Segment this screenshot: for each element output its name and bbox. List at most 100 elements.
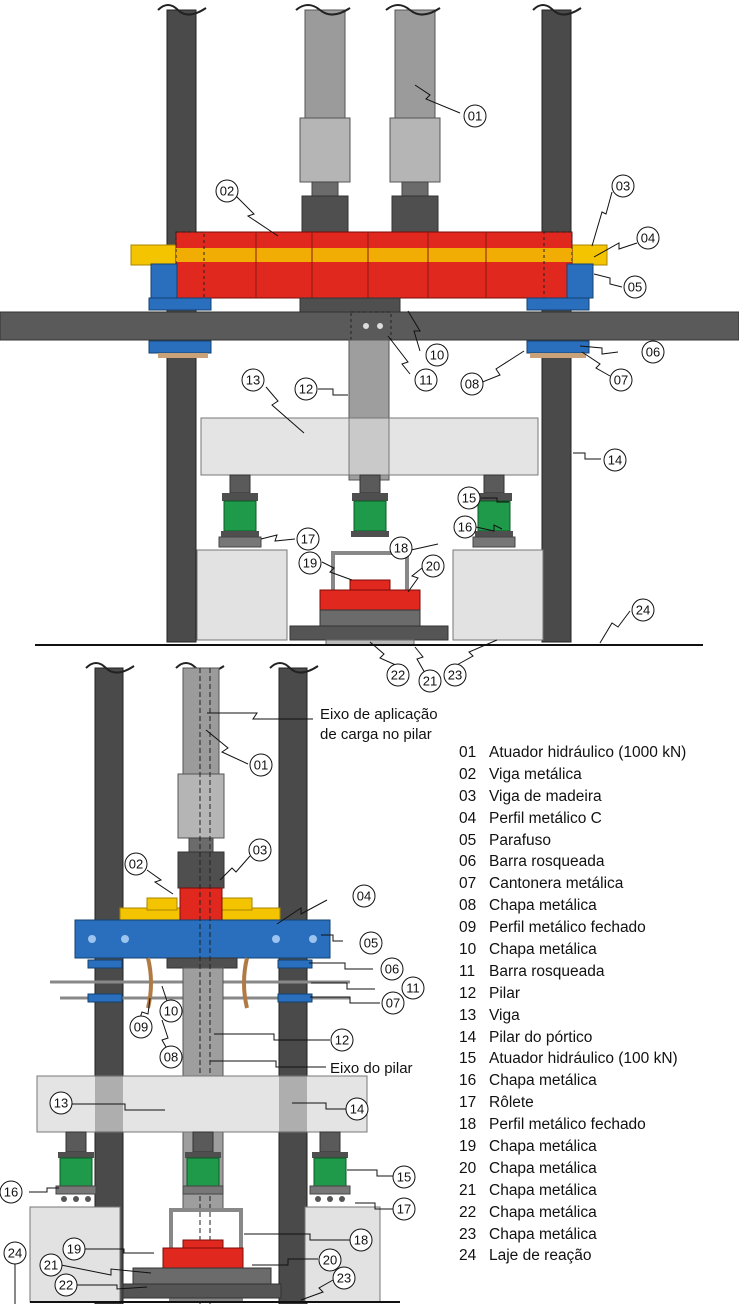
- side-actuator-base: [177, 851, 225, 889]
- side-angle-left-bottom: [87, 993, 123, 1003]
- svg-text:18: 18: [354, 1233, 368, 1248]
- side-wood-block-left: [146, 897, 178, 911]
- svg-text:12: 12: [299, 382, 313, 397]
- side-frame-column-right: [278, 667, 308, 1304]
- side-callout-20: 20: [318, 1248, 342, 1272]
- side-callout-02: 02: [124, 852, 148, 876]
- svg-text:15: 15: [462, 491, 476, 506]
- side-angle-right-bottom: [277, 993, 313, 1003]
- legend-item-code: 16: [459, 1072, 477, 1090]
- plate-22: [289, 625, 449, 641]
- legend-item-code: 08: [459, 897, 477, 915]
- svg-text:11: 11: [419, 373, 433, 388]
- side-callout-01: 01: [249, 753, 273, 777]
- side-small-actuator-center: [182, 1131, 224, 1195]
- legend-item-code: 13: [459, 1006, 477, 1024]
- legend-item-code: 01: [459, 744, 477, 761]
- side-callout-13: 13: [49, 1091, 73, 1115]
- legend-item-code: 11: [459, 962, 476, 980]
- legend-item-code: 09: [459, 919, 477, 937]
- legend-item-code: 07: [459, 875, 477, 893]
- svg-text:23: 23: [337, 1271, 351, 1286]
- side-beam-column-overlap-right: [279, 1076, 307, 1132]
- callout-21: 21: [418, 669, 442, 693]
- side-callout-21: 21: [39, 1253, 63, 1277]
- actuator-base-right: [391, 195, 439, 233]
- svg-text:01: 01: [254, 758, 268, 773]
- svg-text:02: 02: [220, 184, 234, 199]
- legend-item-text: Atuador hidráulico (100 kN): [489, 1050, 678, 1068]
- steel-beam: [175, 231, 573, 299]
- svg-text:13: 13: [54, 1096, 68, 1111]
- callout-07: 07: [609, 368, 633, 392]
- svg-text:16: 16: [4, 1185, 18, 1200]
- legend-item-text: Chapa metálica: [489, 941, 597, 959]
- plate-blue-upper-right: [526, 297, 590, 311]
- svg-text:05: 05: [628, 280, 642, 295]
- side-frame-column-left: [94, 667, 124, 1304]
- legend-item-code: 24: [459, 1247, 477, 1265]
- legend-item-text: Cantonera metálica: [489, 875, 624, 893]
- reaction-block-right: [452, 549, 544, 641]
- break-mark-actuators: [295, 4, 441, 16]
- svg-text:19: 19: [303, 556, 317, 571]
- plate-19: [349, 579, 391, 591]
- break-mark-right: [532, 4, 582, 16]
- side-actuator-rod: [182, 667, 220, 775]
- side-callout-04: 04: [352, 884, 376, 908]
- legend-item-text: Viga metálica: [489, 765, 582, 783]
- steel-beam-wood-band: [176, 248, 572, 262]
- svg-text:07: 07: [614, 373, 628, 388]
- legend-item-code: 18: [459, 1116, 477, 1134]
- callout-20: 20: [421, 554, 445, 578]
- side-callout-14: 14: [345, 1097, 369, 1121]
- callout-17: 17: [296, 527, 320, 551]
- small-actuator-left: [218, 474, 262, 548]
- side-callout-22: 22: [54, 1273, 78, 1297]
- legend-item: 15 Atuador hidráulico (100 kN): [459, 1048, 735, 1070]
- svg-text:08: 08: [465, 377, 479, 392]
- legend-item-code: 15: [459, 1050, 477, 1068]
- side-plate-19: [182, 1239, 224, 1249]
- callout-11: 11: [414, 368, 438, 392]
- legend-item-text: Perfil metálico fechado: [489, 1116, 646, 1134]
- side-callout-07: 07: [381, 991, 405, 1015]
- svg-text:12: 12: [335, 1033, 349, 1048]
- svg-text:18: 18: [394, 541, 408, 556]
- callout-23: 23: [443, 663, 467, 687]
- legend-item-text: Chapa metálica: [489, 1159, 597, 1177]
- reaction-block-left: [196, 549, 288, 641]
- load-axis-label-line1: Eixo de aplicação: [320, 706, 438, 723]
- svg-text:17: 17: [301, 532, 315, 547]
- legend-item-text: Laje de reação: [489, 1247, 592, 1265]
- svg-text:21: 21: [44, 1258, 58, 1273]
- legend-item-text: Chapa metálica: [489, 1181, 597, 1199]
- side-callout-09: 09: [129, 1015, 153, 1039]
- callout-13: 13: [241, 368, 265, 392]
- side-callout-06: 06: [380, 957, 404, 981]
- svg-text:06: 06: [646, 345, 660, 360]
- svg-text:22: 22: [391, 668, 405, 683]
- column-beam-joint: [348, 417, 390, 476]
- legend-item-code: 03: [459, 787, 477, 805]
- legend-item-code: 21: [459, 1181, 477, 1199]
- frame-beam: [0, 311, 739, 341]
- side-callout-23: 23: [332, 1266, 356, 1290]
- break-mark-left: [157, 4, 207, 16]
- side-small-actuator-left: [55, 1131, 97, 1202]
- side-callout-17: 17: [392, 1197, 416, 1221]
- svg-text:20: 20: [426, 559, 440, 574]
- plate-blue-lower-left: [148, 340, 212, 354]
- plate-blue-upper-left: [148, 297, 212, 311]
- side-callout-05: 05: [359, 931, 383, 955]
- side-elevation: [29, 662, 400, 1304]
